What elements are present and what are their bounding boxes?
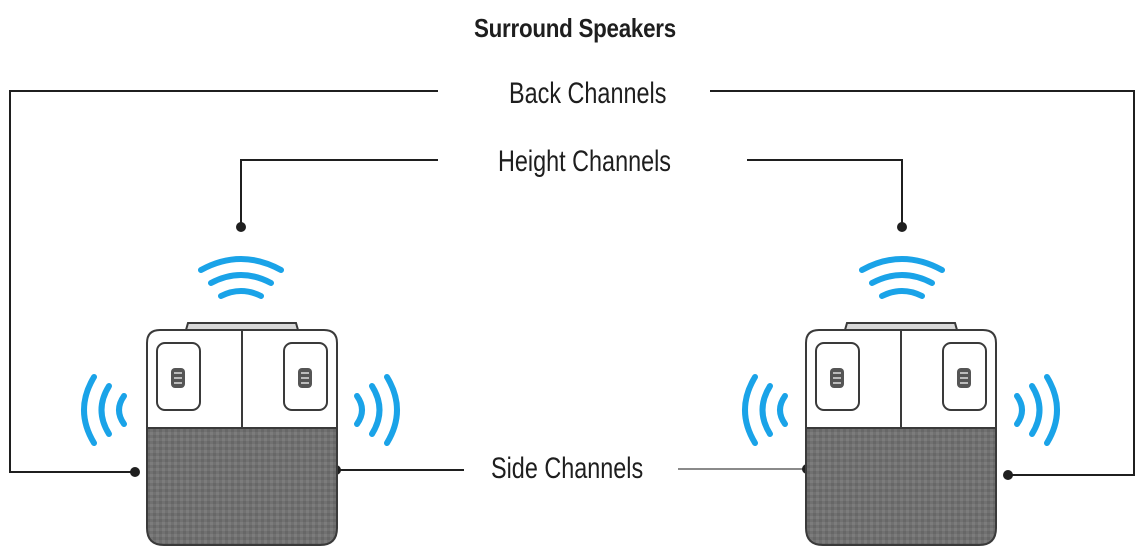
speaker-grille bbox=[805, 427, 997, 546]
right-speaker bbox=[805, 322, 997, 546]
height-channels-label: Height Channels bbox=[498, 145, 672, 178]
height-dot-right bbox=[897, 222, 907, 232]
diagram-title: Surround Speakers bbox=[474, 13, 676, 43]
side-dot-left-outer bbox=[130, 467, 140, 477]
sound-wave-up-right bbox=[859, 256, 945, 299]
speaker-grille bbox=[146, 427, 338, 546]
sound-wave-side-left-inner bbox=[354, 374, 400, 446]
sound-wave-side-right-inner bbox=[742, 374, 788, 446]
height-channel-line-right bbox=[747, 159, 903, 226]
sound-wave-side-left-outer bbox=[81, 374, 127, 446]
back-channel-line-left bbox=[9, 90, 438, 473]
side-channels-label: Side Channels bbox=[491, 452, 644, 485]
height-dot-left bbox=[236, 222, 246, 232]
height-channel-line-left bbox=[240, 159, 438, 226]
back-channel-line-right bbox=[710, 90, 1135, 476]
sound-wave-side-right-outer bbox=[1014, 374, 1060, 446]
back-channels-label: Back Channels bbox=[509, 77, 667, 110]
sound-wave-up-left bbox=[198, 256, 284, 299]
back-dot-right bbox=[1003, 470, 1013, 480]
left-speaker bbox=[146, 322, 338, 546]
